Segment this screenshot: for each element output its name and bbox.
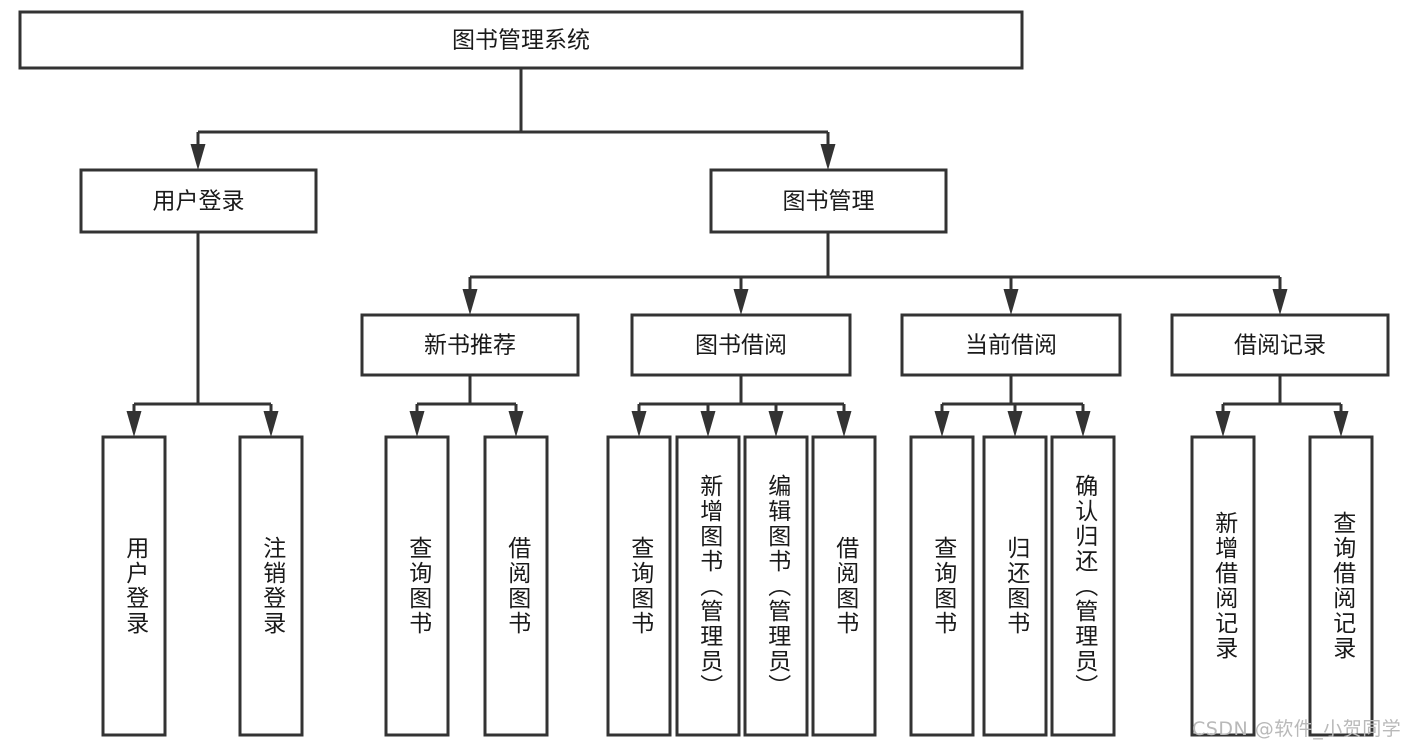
- node-box-current-borrow[interactable]: [900, 313, 1122, 377]
- node-label-book-manage: 图书管理: [783, 189, 875, 215]
- node-box-leaf-query-book-borrow[interactable]: [606, 435, 672, 737]
- level1-to-level2-arrow-1: [733, 289, 749, 315]
- node-box-book-borrow[interactable]: [630, 313, 852, 377]
- node-box-leaf-return-book[interactable]: [982, 435, 1048, 737]
- level2-to-leaves-1-arrow-0: [409, 411, 425, 437]
- node-box-borrow-record[interactable]: [1170, 313, 1390, 377]
- node-label-new-book-recommend: 新书推荐: [424, 333, 516, 359]
- level1-to-level2-arrow-3: [1272, 289, 1288, 315]
- node-box-leaf-add-book[interactable]: [675, 435, 741, 737]
- node-box-leaf-confirm-return[interactable]: [1050, 435, 1116, 737]
- node-label-borrow-record: 借阅记录: [1234, 333, 1326, 359]
- node-label-current-borrow: 当前借阅: [965, 333, 1057, 359]
- level2-to-leaves-2-arrow-0: [631, 411, 647, 437]
- node-label-root: 图书管理系统: [452, 28, 590, 54]
- node-label-book-borrow: 图书借阅: [695, 333, 787, 359]
- level2-to-leaves-3-arrow-2: [1075, 411, 1091, 437]
- level2-to-leaves-2-arrow-2: [768, 411, 784, 437]
- node-box-leaf-logout[interactable]: [238, 435, 304, 737]
- level2-to-leaves-1-arrow-1: [508, 411, 524, 437]
- level2-to-leaves-4-arrow-0: [1215, 411, 1231, 437]
- level2-to-leaves-0-arrow-0: [126, 411, 142, 437]
- csdn-watermark: CSDN @软件_小贺同学: [1192, 718, 1402, 740]
- node-box-leaf-borrow-book-new[interactable]: [483, 435, 549, 737]
- node-box-user-login[interactable]: [79, 168, 318, 234]
- node-box-leaf-add-record[interactable]: [1190, 435, 1256, 737]
- node-box-layer: [18, 10, 1390, 737]
- node-box-root[interactable]: [18, 10, 1024, 70]
- node-box-leaf-query-book-current[interactable]: [909, 435, 975, 737]
- node-box-leaf-user-login[interactable]: [101, 435, 167, 737]
- level2-to-leaves-3-arrow-0: [934, 411, 950, 437]
- level1-to-level2-arrow-0: [462, 289, 478, 315]
- level2-to-leaves-3-arrow-1: [1007, 411, 1023, 437]
- node-box-leaf-query-book-new[interactable]: [384, 435, 450, 737]
- node-box-book-manage[interactable]: [709, 168, 948, 234]
- level2-to-leaves-2-arrow-3: [836, 411, 852, 437]
- level2-to-leaves-0-arrow-1: [263, 411, 279, 437]
- node-box-new-book-recommend[interactable]: [360, 313, 580, 377]
- node-box-leaf-query-record[interactable]: [1308, 435, 1374, 737]
- node-box-leaf-borrow-book[interactable]: [811, 435, 877, 737]
- root-to-level1-arrow-1: [820, 144, 836, 170]
- connector-layer: [126, 68, 1349, 437]
- level2-to-leaves-4-arrow-1: [1333, 411, 1349, 437]
- level2-to-leaves-2-arrow-1: [700, 411, 716, 437]
- level1-to-level2-arrow-2: [1003, 289, 1019, 315]
- node-box-leaf-edit-book[interactable]: [743, 435, 809, 737]
- root-to-level1-arrow-0: [190, 144, 206, 170]
- node-label-user-login: 用户登录: [153, 189, 245, 215]
